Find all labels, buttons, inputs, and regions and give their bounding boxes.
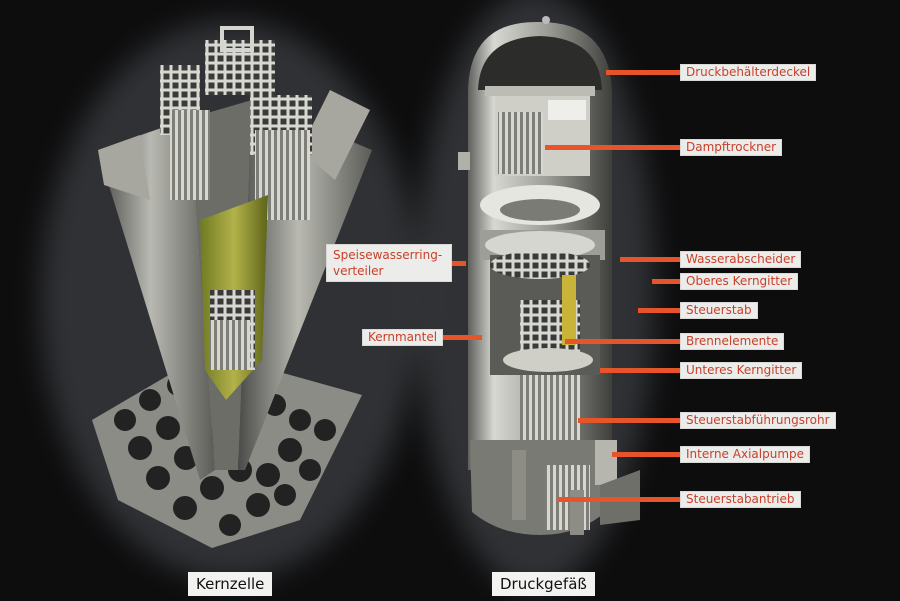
leader-steuerstab: [638, 308, 680, 313]
leader-steuerstabfuehrungsrohr: [578, 418, 680, 423]
leader-wasserabscheider: [620, 257, 680, 262]
label-speisewasserringverteiler: Speisewasserring- verteiler: [326, 244, 452, 282]
leader-oberes-kerngitter: [652, 279, 680, 284]
leader-unteres-kerngitter: [600, 368, 680, 373]
label-oberes-kerngitter: Oberes Kerngitter: [680, 273, 799, 290]
label-steuerstabfuehrungsrohr: Steuerstabführungsrohr: [680, 412, 836, 429]
label-interne-axialpumpe: Interne Axialpumpe: [680, 446, 811, 463]
leader-dampftrockner: [545, 145, 680, 150]
caption-kernzelle: Kernzelle: [188, 572, 273, 596]
druckgefaess-illustration: [458, 16, 640, 535]
label-steuerstabantrieb: Steuerstabantrieb: [680, 491, 801, 508]
leader-steuerstabantrieb: [558, 497, 680, 502]
leader-interne-axialpumpe: [612, 452, 680, 457]
leader-druckbehaelterdeckel: [606, 70, 680, 75]
label-kernmantel: Kernmantel: [362, 329, 444, 346]
leader-kernmantel: [440, 335, 482, 340]
label-brennelemente: Brennelemente: [680, 333, 785, 350]
label-speisewasserringverteiler-line2: verteiler: [333, 264, 384, 278]
kernzelle-illustration: [92, 26, 372, 548]
leader-speisewasserringverteiler: [440, 261, 466, 266]
label-druckbehaelterdeckel: Druckbehälterdeckel: [680, 64, 817, 81]
label-steuerstab: Steuerstab: [680, 302, 758, 319]
caption-druckgefaess: Druckgefäß: [492, 572, 595, 596]
leader-brennelemente: [565, 339, 680, 344]
label-dampftrockner: Dampftrockner: [680, 139, 783, 156]
label-speisewasserringverteiler-line1: Speisewasserring-: [333, 248, 443, 262]
label-wasserabscheider: Wasserabscheider: [680, 251, 802, 268]
label-unteres-kerngitter: Unteres Kerngitter: [680, 362, 803, 379]
